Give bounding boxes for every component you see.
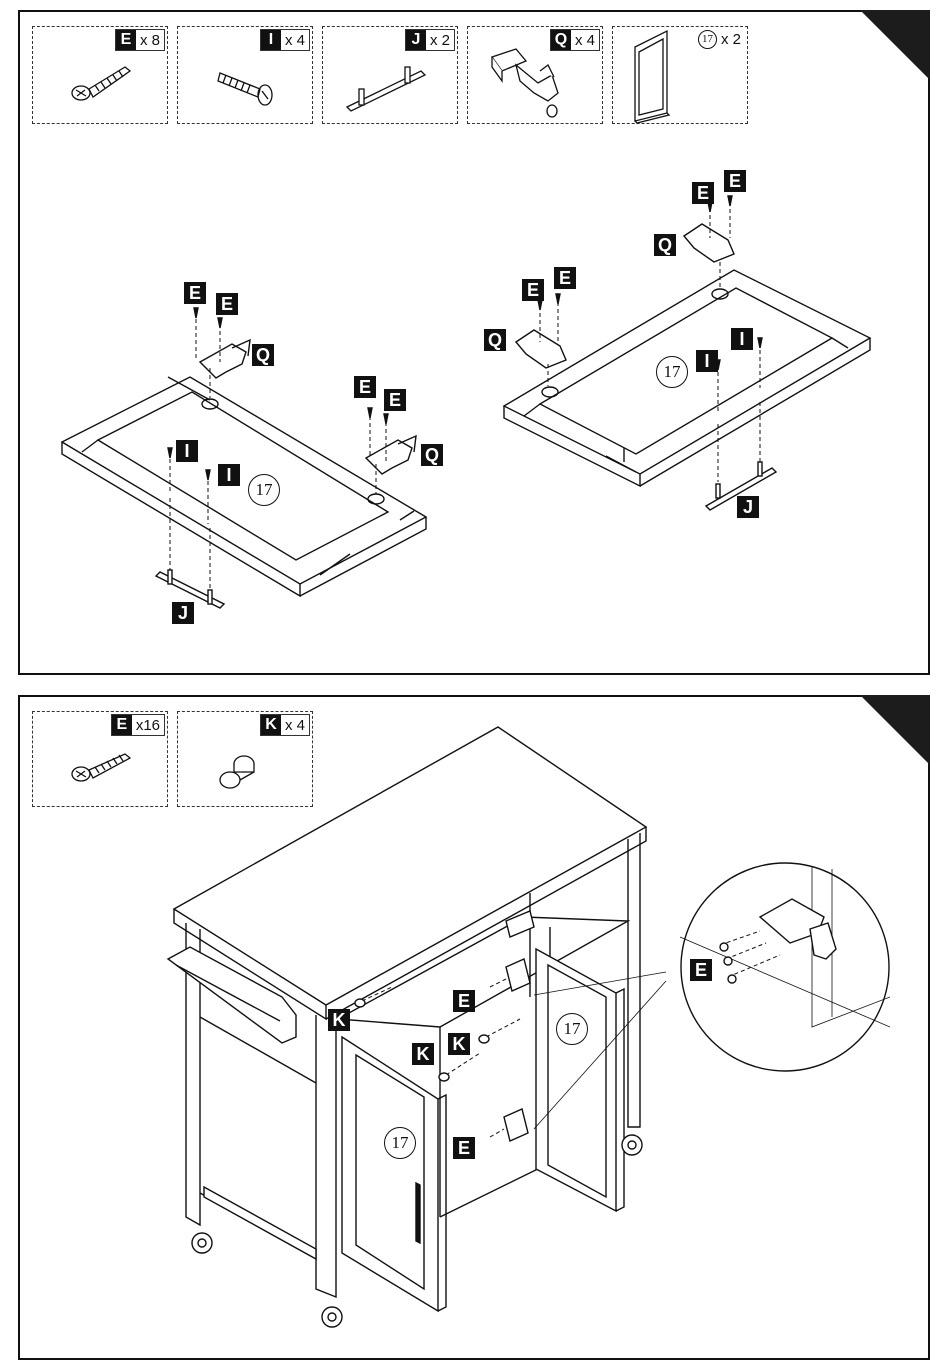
label-e: E (384, 389, 406, 411)
right-door-bottom-hinge (516, 294, 566, 386)
right-door (536, 949, 624, 1211)
label-i: I (731, 328, 753, 350)
label-e: E (453, 990, 475, 1012)
left-door-bottom-hinge (366, 408, 416, 494)
label-e: E (690, 959, 712, 981)
label-q: Q (654, 234, 676, 256)
door-number-17: 17 (556, 1013, 588, 1045)
label-e: E (354, 376, 376, 398)
label-i: I (218, 464, 240, 486)
label-e: E (692, 182, 714, 204)
label-i: I (696, 350, 718, 372)
label-q: Q (421, 444, 443, 466)
label-j: J (737, 496, 759, 518)
door-number-17: 17 (248, 474, 280, 506)
door-hinge-handle-assembly-drawing (20, 12, 932, 677)
door-number-17: 17 (384, 1127, 416, 1159)
label-e: E (216, 293, 238, 315)
label-q: Q (484, 329, 506, 351)
left-door (342, 1037, 446, 1311)
door-hinges (490, 911, 534, 1141)
label-i: I (176, 440, 198, 462)
label-k: K (328, 1009, 350, 1031)
door-number-17: 17 (656, 356, 688, 388)
label-e: E (522, 279, 544, 301)
label-k: K (412, 1043, 434, 1065)
cabinet-door-install-drawing (20, 697, 932, 1362)
label-k: K (448, 1033, 470, 1055)
label-e: E (554, 267, 576, 289)
label-q: Q (252, 344, 274, 366)
label-e: E (724, 170, 746, 192)
label-e: E (184, 282, 206, 304)
label-j: J (172, 602, 194, 624)
label-e: E (453, 1137, 475, 1159)
